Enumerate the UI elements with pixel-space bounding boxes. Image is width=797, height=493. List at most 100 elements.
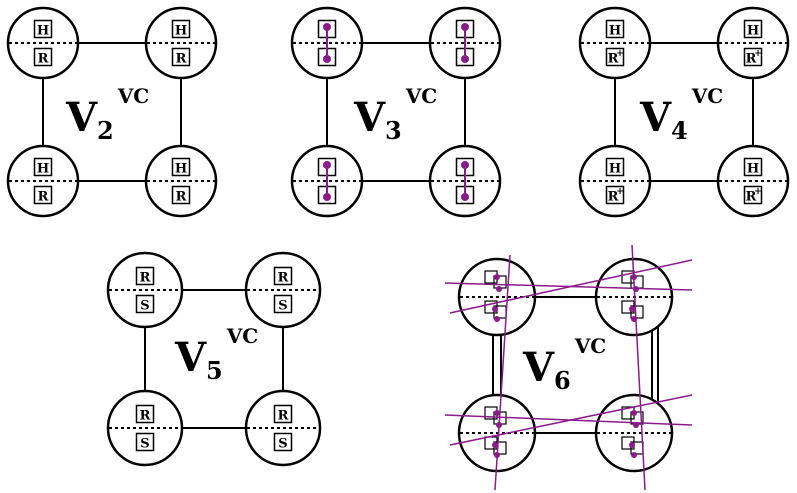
node-circle [6,6,80,80]
qubit-box-bottom [171,47,191,67]
node-br [428,144,502,218]
qubit-label-bottom: R [608,190,619,205]
panel-v4: HR+HR+HR+HR+ [578,6,790,218]
bond-dot-bottom [323,55,331,63]
qubit-box-top [33,19,53,39]
qubit-label-top: R [278,271,289,286]
qubit-box-bottom [135,294,155,314]
qubit-label-top: H [37,24,49,39]
qubit-box-bottom [605,185,625,205]
qubit-label-top: H [175,24,187,39]
qubit-box-top [743,157,763,177]
bond-dot [496,286,502,292]
qubit-box-bottom [273,294,293,314]
bond-dot [492,306,498,312]
qubit-label-bottom: R [608,52,619,67]
qubit-label-top: H [747,162,759,177]
node-br: HR [144,144,218,218]
bond-dot [494,316,500,322]
qubit-box-bottom [33,185,53,205]
qubit-box-bottom [135,432,155,452]
qubit-box-top [33,157,53,177]
qubit-box [630,305,644,319]
node-bl [290,144,364,218]
bond-dot [494,410,500,416]
qubit-label-bottom: S [140,299,149,314]
bond-dot [631,410,637,416]
qubit-label-top: H [609,24,621,39]
node-circle [716,6,790,80]
qubit-box-bottom [743,185,763,205]
qubit-box-bottom [33,47,53,67]
qubit-box [493,441,507,455]
panel-v3 [290,6,502,218]
node-circle [144,6,218,80]
qubit-label-bottom: R [746,190,757,205]
bond-dot [631,452,637,458]
qubit-box-top [273,266,293,286]
qubit-label-top: R [140,409,151,424]
panel-title-v6: V6VC [522,334,606,395]
qubit-label-bottom: R [38,190,49,205]
qubit-label-bottom: R [176,52,187,67]
qubit-label-bottom: S [140,437,149,452]
bond-dot-bottom [461,55,469,63]
node-br: RS [244,389,322,467]
node-circle [6,144,80,218]
node-tl: HR+ [578,6,652,80]
node-bl: RS [106,389,184,467]
bond-line-horizontal-top [444,282,693,291]
node-circle [578,6,652,80]
node-tr: HR [144,6,218,80]
node-circle [144,144,218,218]
bond-dot-top [323,161,331,169]
node-tl [457,257,537,337]
qubit-box-top [171,157,191,177]
bond-dot [629,442,635,448]
node-circle [578,144,652,218]
qubit-label-bottom: R [176,190,187,205]
panel-v6 [444,244,693,491]
panel-title-v4: V4VC [639,84,723,145]
qubit-label-top: R [278,409,289,424]
node-bl: HR [6,144,80,218]
qubit-box-top [171,19,191,39]
node-circle [716,144,790,218]
bond-dot [494,274,500,280]
qubit-box-top [605,19,625,39]
bond-dot-top [461,23,469,31]
qubit-box-top [273,404,293,424]
node-tl: RS [106,251,184,329]
qubit-mark: + [616,49,624,59]
panel-title-v2: V2VC [65,84,149,145]
node-tr: RS [244,251,322,329]
bond-line-vertical-left [494,254,511,491]
qubit-box-top [135,404,155,424]
panel-title-v5: V5VC [174,324,258,385]
node-br [594,393,674,473]
qubit-label-top: H [175,162,187,177]
panel-title-v3: V3VC [353,84,437,145]
qubit-label-top: H [609,162,621,177]
node-tl [290,6,364,80]
bond-line-vertical-right [631,244,646,491]
qubit-label-bottom: S [278,299,287,314]
node-bl: HR+ [578,144,652,218]
qubit-box-bottom [605,47,625,67]
qubit-box-bottom [273,432,293,452]
qubit-label-bottom: S [278,437,287,452]
qubit-box-top [743,19,763,39]
bond-dot-bottom [461,193,469,201]
node-tl: HR [6,6,80,80]
bond-dot-bottom [323,193,331,201]
qubit-label-bottom: R [746,52,757,67]
qubit-box-bottom [743,47,763,67]
node-tr: HR+ [716,6,790,80]
bond-dot-top [461,161,469,169]
qubit-label-bottom: R [38,52,49,67]
qubit-label-top: H [747,24,759,39]
qubit-label-top: H [37,162,49,177]
